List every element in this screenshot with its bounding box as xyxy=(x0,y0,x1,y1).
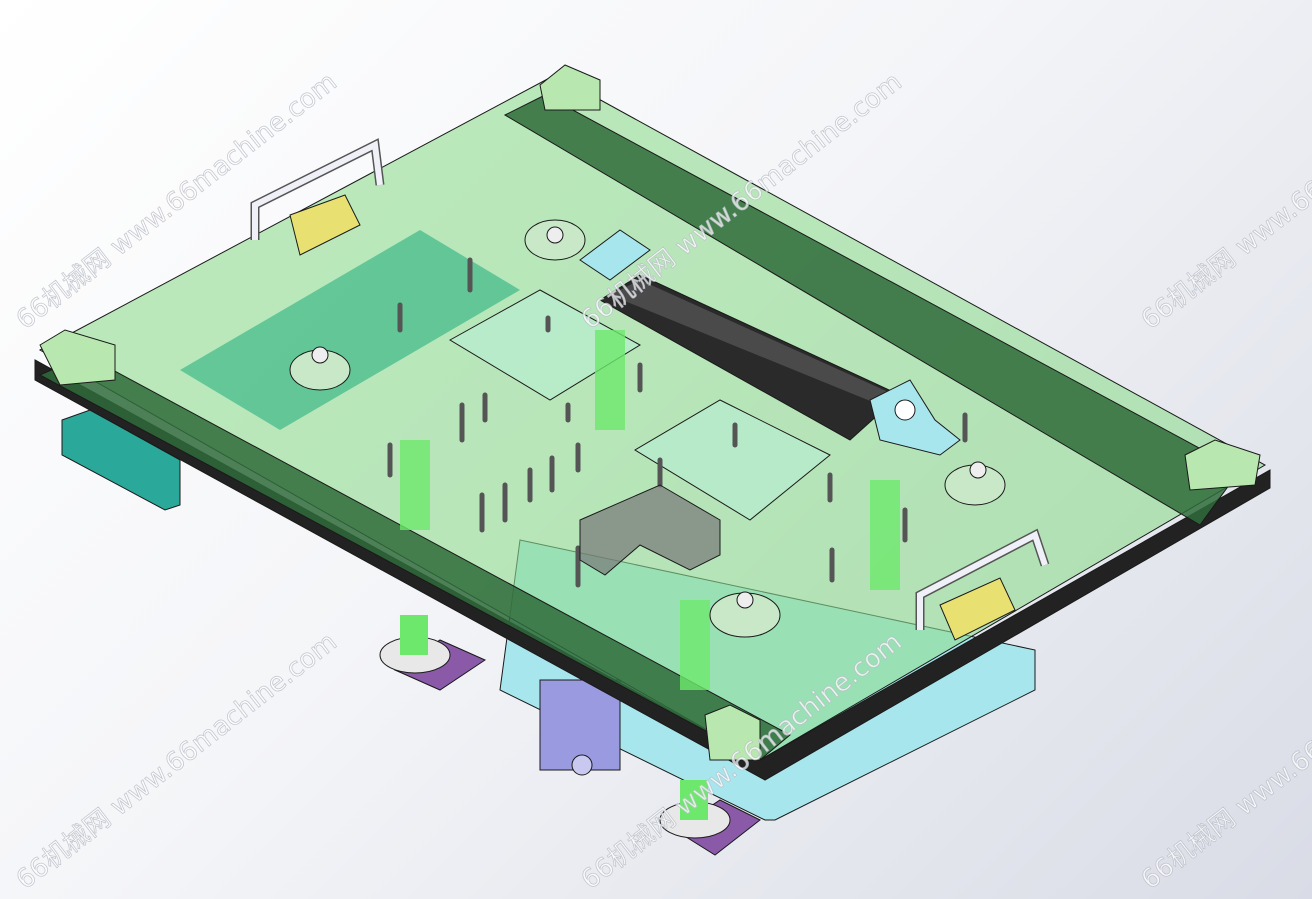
bracket-light-blue xyxy=(869,379,961,456)
watermark-text: 66机械网 www.66machine.com xyxy=(1136,627,1312,895)
handle-yellow-block-left xyxy=(289,194,361,256)
pins xyxy=(387,257,968,588)
handle-yellow-block-right xyxy=(939,577,1016,641)
teal-inner-block xyxy=(180,230,520,430)
green-post xyxy=(680,600,710,690)
u-bracket xyxy=(579,484,721,576)
black-bar-top xyxy=(610,280,895,405)
watermark-text: 66机械网 www.66machine.com xyxy=(11,627,343,895)
bearings xyxy=(289,219,1006,638)
bracket-left xyxy=(579,229,651,281)
watermark-text: 66机械网 www.66machine.com xyxy=(1136,67,1312,335)
green-post-right xyxy=(680,780,708,820)
green-post xyxy=(595,330,625,430)
window-left xyxy=(449,289,641,401)
green-post-left xyxy=(400,615,428,655)
green-post xyxy=(400,440,430,530)
window-right xyxy=(634,399,831,521)
bracket-hole-icon xyxy=(894,399,916,421)
cylinder-port-icon xyxy=(571,754,593,776)
green-post xyxy=(870,480,900,590)
corner-clamps xyxy=(39,64,1261,761)
